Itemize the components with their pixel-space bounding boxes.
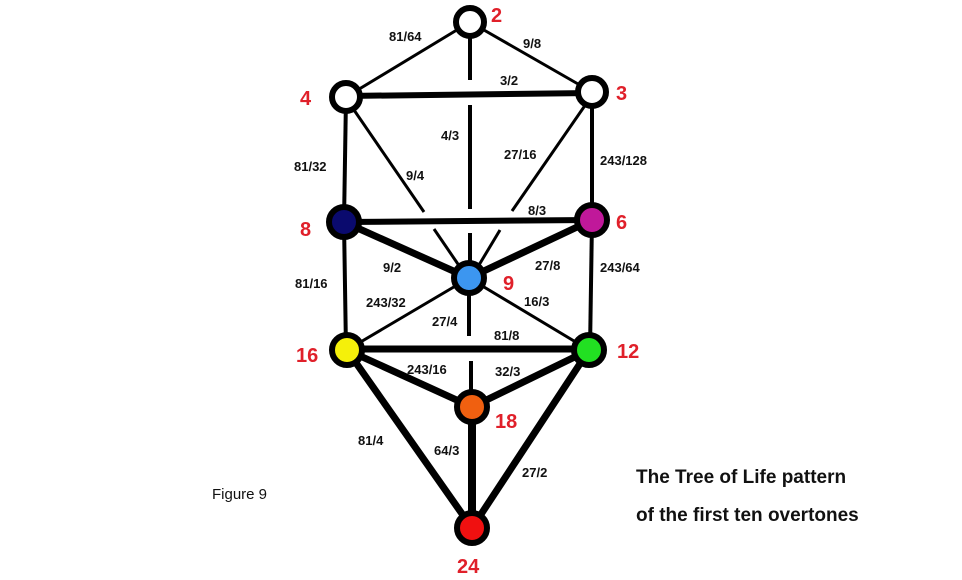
node-label-6: 6 — [616, 212, 627, 234]
node-2 — [453, 5, 487, 39]
node-3 — [575, 75, 609, 109]
node-18 — [454, 389, 490, 425]
ratio-label: 243/32 — [366, 295, 406, 310]
ratio-label: 16/3 — [524, 294, 549, 309]
ratio-label: 9/8 — [523, 36, 541, 51]
ratio-label: 81/16 — [295, 276, 328, 291]
node-8 — [326, 204, 362, 240]
edge-6-12 — [588, 219, 594, 351]
edge-8-6 — [343, 217, 593, 225]
ratio-label: 27/8 — [535, 258, 560, 273]
ratio-label: 81/64 — [389, 29, 422, 44]
edge-8-16 — [342, 221, 348, 351]
node-16 — [329, 332, 365, 368]
ratio-label: 3/2 — [500, 73, 518, 88]
ratio-label: 81/8 — [494, 328, 519, 343]
edge-4-9-a — [352, 109, 426, 213]
edge-8-9 — [342, 218, 471, 282]
node-label-2: 2 — [491, 5, 502, 27]
edge-9-12 — [468, 276, 590, 352]
edge-12-24 — [469, 348, 592, 530]
ratio-label: 9/4 — [406, 168, 425, 183]
ratio-label: 243/16 — [407, 362, 447, 377]
ratio-label: 27/16 — [504, 147, 537, 162]
node-4 — [329, 80, 363, 114]
node-9 — [451, 260, 487, 296]
caption-line-2: of the first ten overtones — [636, 505, 859, 526]
node-24 — [454, 510, 490, 546]
node-label-8: 8 — [300, 219, 311, 241]
node-label-18: 18 — [495, 411, 517, 433]
ratio-label: 81/32 — [294, 159, 327, 174]
edge-16-18 — [345, 346, 474, 411]
ratio-label: 81/4 — [358, 433, 384, 448]
node-label-3: 3 — [616, 83, 627, 105]
edge-9-6 — [467, 216, 594, 282]
edge-2-3 — [469, 20, 593, 94]
ratio-label: 32/3 — [495, 364, 520, 379]
edge-4-2 — [345, 20, 471, 99]
node-label-12: 12 — [617, 341, 639, 363]
node-label-24: 24 — [457, 556, 480, 578]
ratio-label: 243/128 — [600, 153, 647, 168]
node-12 — [571, 332, 607, 368]
figure-label: Figure 9 — [212, 486, 268, 503]
node-label-16: 16 — [296, 345, 318, 367]
node-label-9: 9 — [503, 273, 514, 295]
edge-4-3 — [345, 90, 593, 99]
caption-line-1: The Tree of Life pattern — [636, 467, 847, 488]
edge-4-8 — [342, 96, 348, 223]
ratio-label: 4/3 — [441, 128, 459, 143]
edge-18-12 — [470, 346, 591, 411]
ratio-label: 64/3 — [434, 443, 459, 458]
edge-16-24 — [344, 347, 475, 531]
ratio-label: 27/4 — [432, 314, 458, 329]
edge-16-9 — [346, 276, 470, 352]
node-6 — [574, 202, 610, 238]
edge-3-9-a — [510, 103, 588, 212]
ratio-label: 27/2 — [522, 465, 547, 480]
edge-4-9-b — [432, 228, 464, 271]
ratio-label: 243/64 — [600, 260, 641, 275]
ratio-label: 8/3 — [528, 203, 546, 218]
edge-3-9-b — [474, 229, 502, 271]
ratio-label: 9/2 — [383, 260, 401, 275]
node-label-4: 4 — [300, 88, 312, 110]
